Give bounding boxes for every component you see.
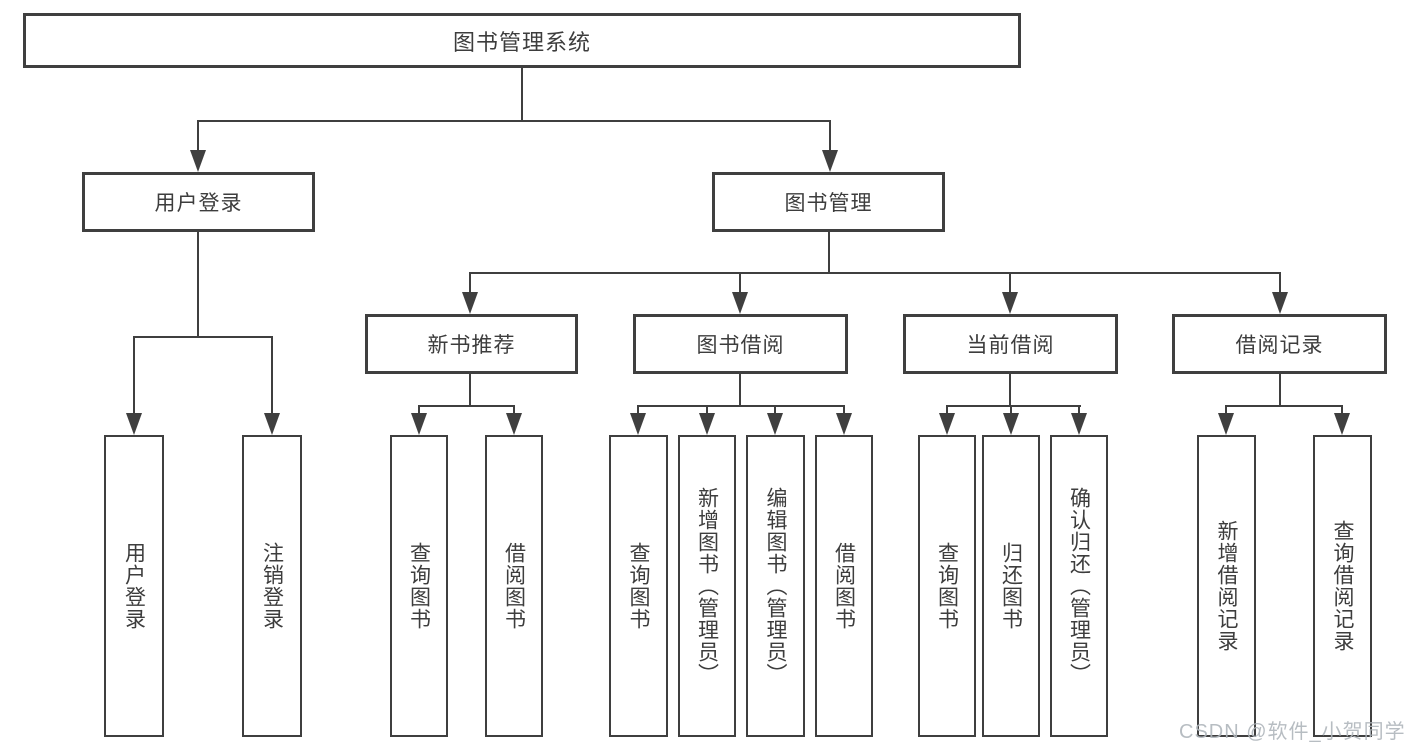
connector-rail: [197, 120, 831, 122]
leaf-return-book: 归还图书: [982, 435, 1040, 737]
connector-rail: [469, 272, 1281, 274]
leaf-label: 查询图书: [407, 542, 431, 630]
connector-drop: [1009, 272, 1011, 294]
node-label: 用户登录: [154, 192, 243, 215]
leaf-borrow-book: 借阅图书: [815, 435, 873, 737]
arrowhead-down-icon: [699, 413, 715, 435]
node-label: 图书借阅: [696, 334, 785, 357]
leaf-add-borrow-record: 新增借阅记录: [1197, 435, 1256, 737]
arrowhead-down-icon: [1218, 413, 1234, 435]
connector-drop: [1078, 405, 1080, 415]
leaf-query-book-current: 查询图书: [918, 435, 976, 737]
arrowhead-down-icon: [462, 292, 478, 314]
connector-drop: [637, 405, 639, 415]
leaf-edit-book-admin: 编辑图书（管理员）: [746, 435, 805, 737]
connector-rail: [133, 336, 273, 338]
leaf-label: 借阅图书: [502, 542, 526, 630]
leaf-confirm-return-admin: 确认归还（管理员）: [1050, 435, 1108, 737]
node-book-management: 图书管理: [712, 172, 945, 232]
connector-rail: [946, 405, 1081, 407]
leaf-label: 新增图书（管理员）: [695, 487, 719, 685]
connector-drop: [946, 405, 948, 415]
connector-stem: [1279, 374, 1281, 406]
connector-drop: [1225, 405, 1227, 415]
connector-stem: [739, 374, 741, 406]
leaf-label: 编辑图书（管理员）: [764, 487, 787, 685]
node-label: 借阅记录: [1235, 334, 1324, 357]
connector-drop: [133, 336, 135, 414]
arrowhead-down-icon: [767, 413, 783, 435]
arrowhead-down-icon: [1002, 292, 1018, 314]
arrowhead-down-icon: [506, 413, 522, 435]
connector-drop: [706, 405, 708, 415]
connector-rail: [1225, 405, 1343, 407]
arrowhead-down-icon: [732, 292, 748, 314]
leaf-query-book: 查询图书: [609, 435, 668, 737]
connector-stem: [828, 232, 830, 273]
connector-drop: [774, 405, 776, 415]
leaf-label: 查询图书: [935, 542, 959, 630]
arrowhead-down-icon: [836, 413, 852, 435]
leaf-label: 注销登录: [260, 542, 284, 630]
watermark: CSDN @软件_小贺同学: [1179, 721, 1405, 743]
leaf-add-book-admin: 新增图书（管理员）: [678, 435, 736, 737]
leaf-query-borrow-record: 查询借阅记录: [1313, 435, 1372, 737]
leaf-user-login: 用户登录: [104, 435, 164, 737]
node-book-borrow: 图书借阅: [633, 314, 848, 374]
leaf-logout: 注销登录: [242, 435, 302, 737]
node-current-borrow: 当前借阅: [903, 314, 1118, 374]
node-library-management-system: 图书管理系统: [23, 13, 1021, 68]
connector-drop: [271, 336, 273, 414]
arrowhead-down-icon: [1334, 413, 1350, 435]
node-label: 图书管理系统: [452, 29, 591, 55]
connector-stem: [197, 232, 199, 337]
arrowhead-down-icon: [411, 413, 427, 435]
connector-drop: [843, 405, 845, 415]
arrowhead-down-icon: [264, 413, 280, 435]
leaf-borrow-book-recommend: 借阅图书: [485, 435, 543, 737]
arrowhead-down-icon: [190, 150, 206, 172]
connector-drop: [418, 405, 420, 415]
arrowhead-down-icon: [630, 413, 646, 435]
connector-drop: [1010, 405, 1012, 415]
node-user-login: 用户登录: [82, 172, 315, 232]
leaf-label: 确认归还（管理员）: [1067, 487, 1091, 685]
connector-stem: [469, 374, 471, 406]
leaf-label: 查询借阅记录: [1331, 520, 1354, 652]
connector-drop: [739, 272, 741, 294]
node-new-book-recommend: 新书推荐: [365, 314, 578, 374]
connector-stem: [1009, 374, 1011, 406]
arrowhead-down-icon: [1071, 413, 1087, 435]
node-label: 当前借阅: [966, 334, 1055, 357]
leaf-label: 借阅图书: [832, 542, 856, 630]
leaf-label: 查询图书: [627, 542, 650, 630]
node-borrow-records: 借阅记录: [1172, 314, 1387, 374]
arrowhead-down-icon: [1003, 413, 1019, 435]
connector-drop: [197, 120, 199, 152]
arrowhead-down-icon: [822, 150, 838, 172]
connector-drop: [1279, 272, 1281, 294]
node-label: 新书推荐: [427, 334, 516, 357]
leaf-label: 新增借阅记录: [1215, 520, 1238, 652]
arrowhead-down-icon: [1272, 292, 1288, 314]
connector-stem: [521, 68, 523, 121]
connector-drop: [469, 272, 471, 294]
connector-drop: [513, 405, 515, 415]
arrowhead-down-icon: [939, 413, 955, 435]
leaf-label: 用户登录: [122, 542, 146, 630]
connector-drop: [1341, 405, 1343, 415]
leaf-query-book-recommend: 查询图书: [390, 435, 448, 737]
node-label: 图书管理: [784, 192, 873, 215]
arrowhead-down-icon: [126, 413, 142, 435]
connector-rail: [418, 405, 515, 407]
leaf-label: 归还图书: [999, 542, 1023, 630]
connector-rail: [637, 405, 845, 407]
connector-drop: [829, 120, 831, 152]
